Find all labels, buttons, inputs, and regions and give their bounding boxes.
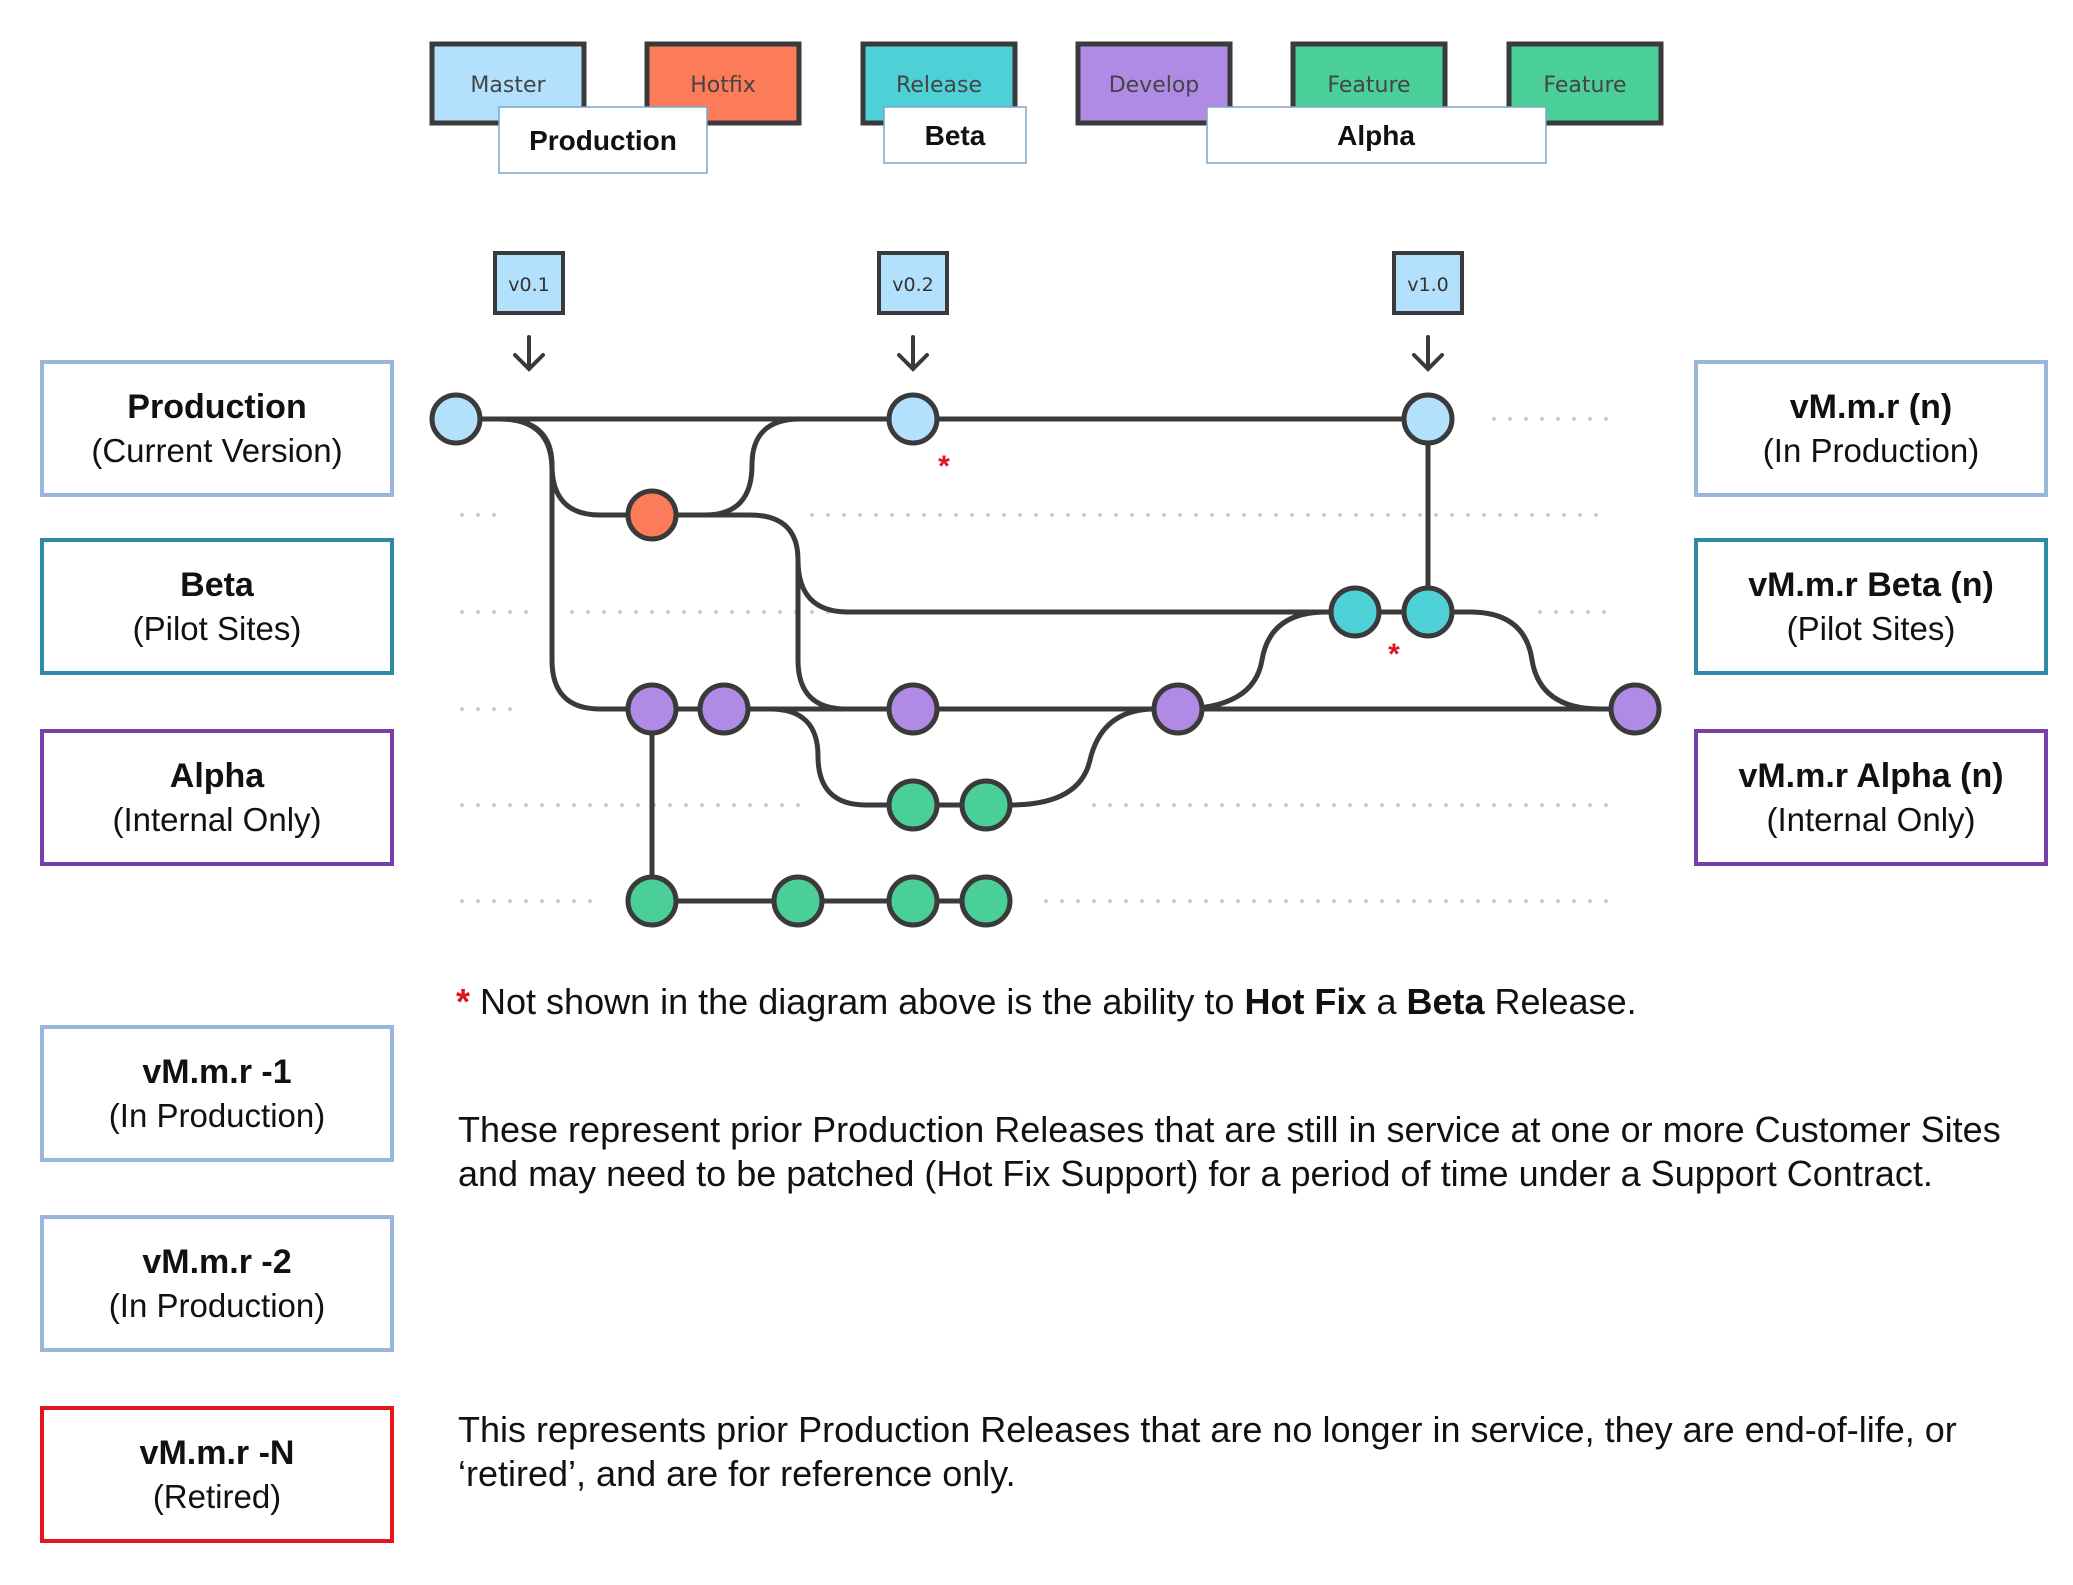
down-arrow-icon [897,335,929,372]
branch-tab-label: Feature [1543,73,1626,98]
branch-legend: Master Hotfix Release Develop Feature Fe… [429,41,1664,174]
version-box-production: vM.m.r (n) (In Production) [1694,360,2048,497]
branch-tab-label: Master [470,73,546,98]
stage-box-title: vM.m.r -1 [142,1052,292,1091]
version-box-alpha: vM.m.r Alpha (n) (Internal Only) [1694,729,2048,866]
stage-box-subtitle: (Retired) [152,1477,282,1515]
stage-box-alpha: Alpha (Internal Only) [40,729,394,866]
branch-lines [456,416,1635,904]
footnote-text: a [1366,981,1407,1022]
prior-release-box-2: vM.m.r -2 (In Production) [40,1215,394,1352]
down-arrow-icon [1412,335,1444,372]
commit-master [1401,392,1455,446]
branch-tab-hotfix: Hotfix [644,41,802,126]
stage-box-title: Beta [180,565,254,604]
stage-box-production: Production (Current Version) [40,360,394,497]
commit-master [886,392,940,446]
commit-feature [886,778,940,832]
commit-feature [771,874,825,928]
stage-box-subtitle: (Current Version) [91,431,343,469]
branch-tab-label: Release [896,73,982,98]
hotfix-beta-marker: * [938,450,950,483]
commit-release [1328,585,1382,639]
commit-feature [959,874,1013,928]
stage-box-subtitle: (In Production) [108,1286,326,1324]
branch-tab-label: Develop [1109,73,1200,98]
footnote-emphasis: Hot Fix [1244,981,1367,1022]
stage-box-title: Production [127,387,307,426]
stage-box-title: vM.m.r -2 [142,1242,292,1281]
lane-guides [460,417,1614,903]
commit-develop [886,682,940,736]
version-box-title: vM.m.r Beta (n) [1748,565,1994,604]
version-tag-v1-0: v1.0 [1392,251,1464,372]
retired-release-box: vM.m.r -N (Retired) [40,1406,394,1543]
retired-release-note: This represents prior Production Release… [458,1409,1957,1494]
commit-release [1401,585,1455,639]
version-box-title: vM.m.r Alpha (n) [1738,756,2004,795]
footnote-text: Release. [1484,981,1637,1022]
version-tag-v0-1: v0.1 [493,251,565,372]
commit-develop [625,682,679,736]
branch-tab-develop: Develop [1075,41,1233,126]
svg-text:v1.0: v1.0 [1407,274,1448,296]
stage-label-alpha: Alpha [1206,106,1547,164]
commit-feature [625,874,679,928]
commit-feature [886,874,940,928]
footnote-emphasis: Beta [1406,981,1485,1022]
prior-releases-note: These represent prior Production Release… [458,1109,2001,1194]
hotfix-beta-footnote: * Not shown in the diagram above is the … [456,980,2036,1024]
down-arrow-icon [513,335,545,372]
hotfix-beta-marker: * [1388,638,1400,671]
stage-box-subtitle: (Pilot Sites) [132,609,302,647]
branch-tab-label: Hotfix [690,73,756,98]
stage-box-subtitle: (Internal Only) [112,800,322,838]
commit-develop [697,682,751,736]
prior-release-box-1: vM.m.r -1 (In Production) [40,1025,394,1162]
stage-box-beta: Beta (Pilot Sites) [40,538,394,675]
stage-label-production: Production [498,106,708,174]
version-box-subtitle: (Internal Only) [1766,800,1976,838]
commit-master [429,392,483,446]
commit-develop [1608,682,1662,736]
stage-label-beta: Beta [883,106,1027,164]
version-tags: v0.1 v0.2 v1.0 [493,251,1464,372]
branch-tab-label: Feature [1327,73,1410,98]
svg-text:v0.1: v0.1 [508,274,549,296]
commit-develop [1151,682,1205,736]
stage-box-title: Alpha [169,756,265,795]
commit-feature [959,778,1013,832]
svg-text:Alpha: Alpha [1337,120,1415,151]
svg-text:Beta: Beta [925,120,986,151]
svg-text:Production: Production [529,125,677,156]
commit-nodes [429,392,1662,928]
footnote-asterisk: * [456,981,471,1022]
version-box-beta: vM.m.r Beta (n) (Pilot Sites) [1694,538,2048,675]
stage-box-title: vM.m.r -N [139,1433,295,1472]
version-box-title: vM.m.r (n) [1789,387,1953,426]
stage-box-subtitle: (In Production) [108,1096,326,1134]
svg-text:v0.2: v0.2 [892,274,933,296]
footnote-text: Not shown in the diagram above is the ab… [480,981,1245,1022]
version-box-subtitle: (Pilot Sites) [1786,609,1956,647]
version-tag-v0-2: v0.2 [877,251,949,372]
version-box-subtitle: (In Production) [1762,431,1980,469]
commit-hotfix [625,488,679,542]
